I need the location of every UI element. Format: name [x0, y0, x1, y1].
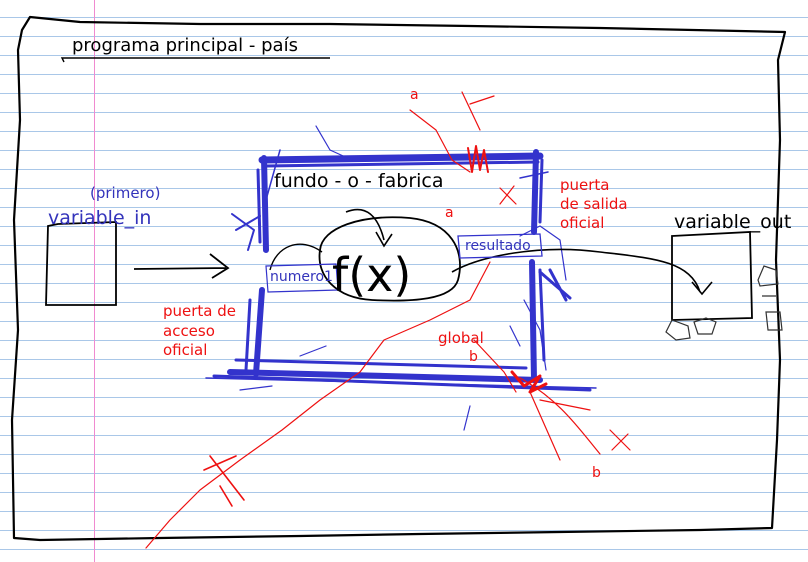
- resultado-bubble: [457, 233, 543, 259]
- a-inner-label: a: [445, 205, 454, 221]
- global-label: global: [438, 329, 484, 347]
- b-inner-label: b: [469, 349, 478, 365]
- variable-out-label: variable_out: [674, 211, 792, 233]
- diagram-title: programa principal - país: [72, 35, 298, 56]
- entry-door-line-3: oficial: [163, 341, 208, 359]
- input-arrow: [133, 253, 230, 279]
- exit-door-line-3: oficial: [560, 214, 605, 232]
- function-label: f(x): [332, 248, 412, 302]
- output-connector: [451, 248, 713, 296]
- red-scribbles: [145, 91, 631, 549]
- variable-in-label: variable_in: [48, 207, 152, 229]
- factory-to-function-arrow: [345, 208, 393, 248]
- a-top-label: a: [410, 87, 419, 103]
- variable-out-box: [671, 231, 753, 321]
- entry-door-line-1: puerta de: [163, 302, 237, 320]
- outer-frame: [10, 15, 787, 542]
- resultado-label: resultado: [465, 238, 531, 254]
- exit-door-line-1: puerta: [560, 176, 610, 194]
- factory-label: fundo - o - fabrica: [274, 170, 444, 192]
- factory-box: [205, 125, 597, 431]
- title-underline: [60, 57, 330, 63]
- entry-door-line-2: acceso: [163, 322, 215, 340]
- paper-margin-line: [94, 0, 95, 562]
- variable-in-box: [45, 221, 117, 306]
- b-bottom-label: b: [592, 465, 601, 481]
- entry-connector: [269, 243, 323, 271]
- function-ellipse: [318, 216, 461, 302]
- primero-label: (primero): [90, 184, 161, 202]
- numero1-bubble: [265, 263, 339, 293]
- right-doodles: [665, 265, 783, 341]
- numero1-label: numero1: [270, 269, 333, 285]
- exit-door-line-2: de salida: [560, 195, 628, 213]
